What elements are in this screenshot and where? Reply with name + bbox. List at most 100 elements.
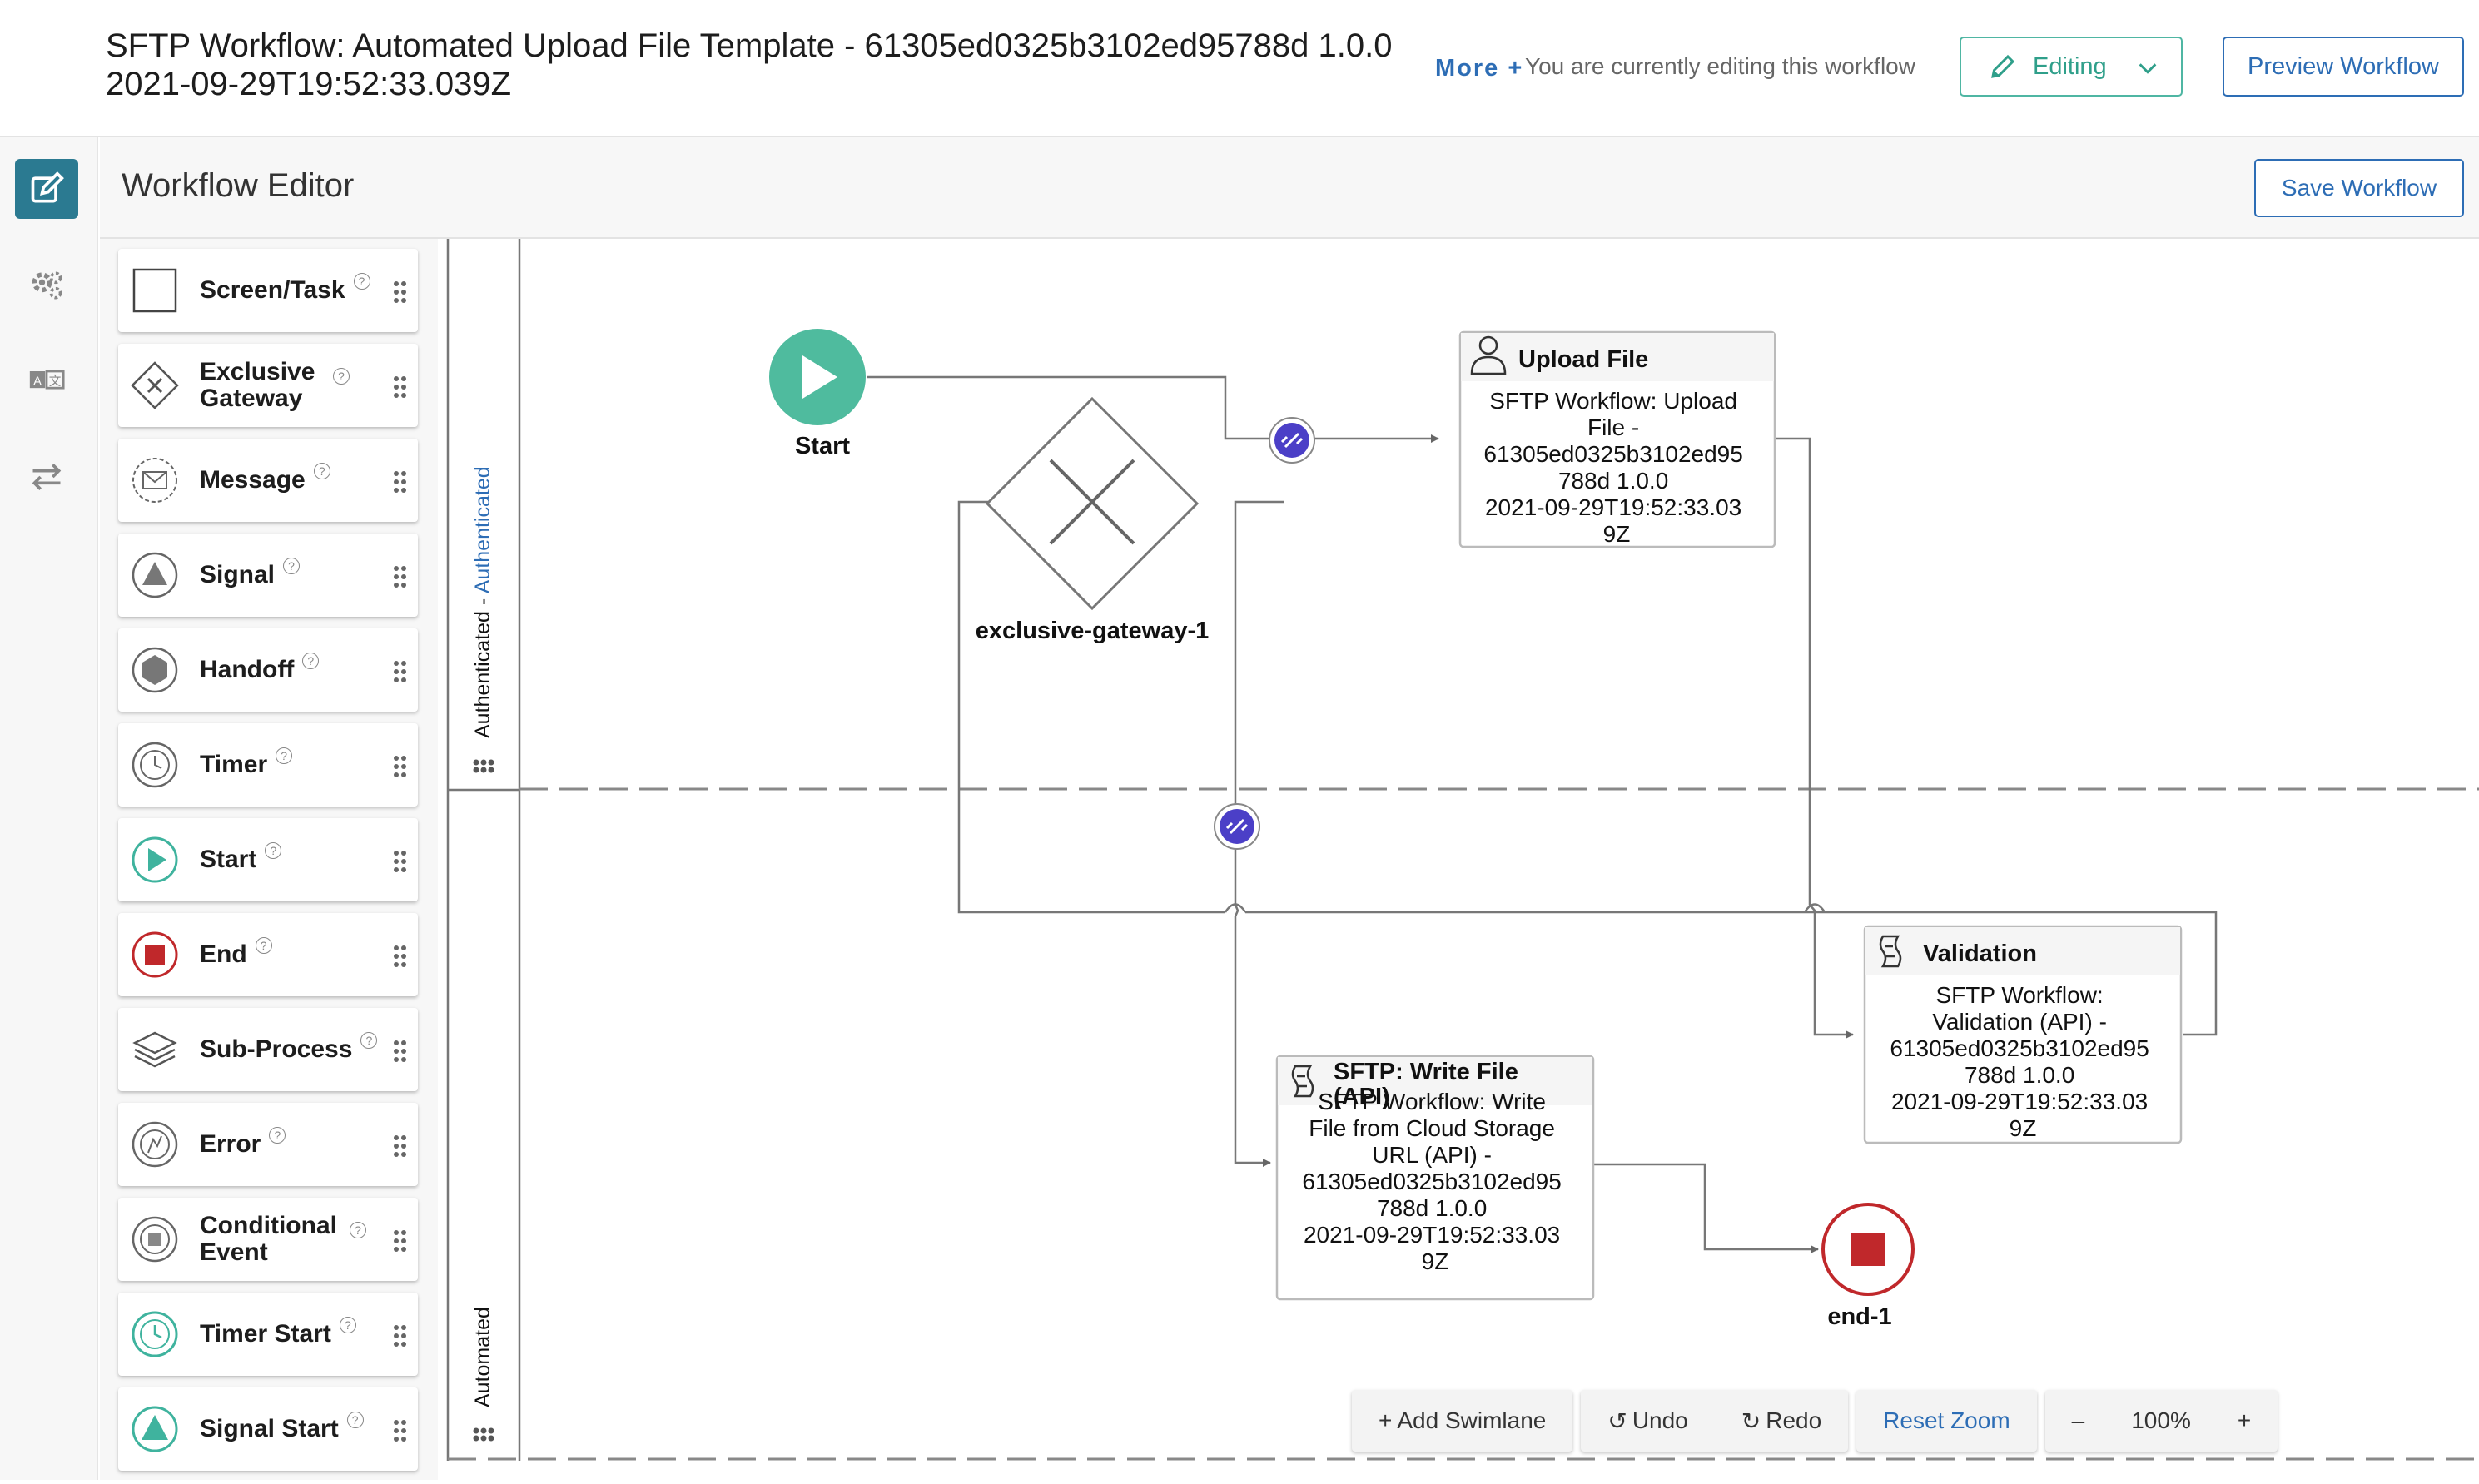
editor-header: Workflow Editor Save Workflow [100,137,2479,239]
zoom-out-button[interactable]: – [2071,1407,2085,1433]
rail-settings-button[interactable] [15,256,78,315]
help-icon[interactable]: ? [339,1317,356,1333]
exclusive-gateway[interactable] [985,396,1200,611]
app-header: SFTP Workflow: Automated Upload File Tem… [0,0,2479,137]
palette-item-screen-task[interactable]: Screen/Task? [118,249,418,332]
drag-handle-icon[interactable] [393,470,408,494]
flow-start-to-upload [867,375,1439,443]
drag-handle-icon[interactable] [393,660,408,683]
timer-start-icon [132,1311,178,1357]
rail-swap-button[interactable] [15,447,78,507]
palette-item-sub-process[interactable]: Sub-Process? [118,1008,418,1091]
lane-label-automated[interactable]: Automated [471,1307,494,1407]
palette-label: Start? [200,818,282,901]
triangle-icon [132,552,178,598]
more-link[interactable]: More + [1435,55,1524,82]
palette-item-start[interactable]: Start? [118,818,418,901]
icon-rail: A 文 [0,137,98,1480]
help-icon[interactable]: ? [283,558,301,574]
drag-handle-icon[interactable] [393,1324,408,1348]
drag-handle-icon[interactable] [393,1040,408,1063]
drag-handle-icon[interactable] [393,1134,408,1158]
palette-item-handoff[interactable]: Handoff? [118,628,418,712]
link-icon[interactable] [1214,803,1260,850]
redo-button[interactable]: ↻Redo [1741,1407,1822,1434]
drag-handle-icon[interactable] [393,280,408,304]
palette-item-signal[interactable]: Signal? [118,534,418,617]
palette-label: Signal? [200,534,301,617]
help-icon[interactable]: ? [265,842,282,859]
rail-translate-button[interactable]: A 文 [15,350,78,410]
task-sftp-write-file[interactable]: SFTP: Write File (API) SFTP Workflow: Wr… [1275,1055,1595,1301]
palette-item-signal-start[interactable]: Signal Start? [118,1387,418,1471]
palette-item-conditional-event[interactable]: Conditional Event? [118,1198,418,1281]
lane-label-authenticated[interactable]: Authenticated - Authenticated [471,466,494,738]
drag-handle-icon[interactable] [393,565,408,588]
reset-zoom-button[interactable]: Reset Zoom [1883,1407,2010,1433]
task-body: SFTP Workflow: Validation (API) - 61305e… [1890,982,2155,1141]
sequence-flows[interactable] [867,375,2218,1253]
palette-item-exclusive-gateway[interactable]: Exclusive Gateway? [118,344,418,427]
rail-edit-button[interactable] [15,159,78,219]
drag-handle-icon[interactable] [393,755,408,778]
help-icon[interactable]: ? [333,368,350,385]
end-event[interactable] [1821,1203,1915,1296]
palette-item-timer-start[interactable]: Timer Start? [118,1293,418,1376]
drag-handle-icon[interactable] [393,850,408,873]
palette-item-error[interactable]: Error? [118,1103,418,1186]
help-icon[interactable]: ? [313,463,330,479]
preview-workflow-button[interactable]: Preview Workflow [2223,37,2464,97]
workflow-canvas[interactable]: Authenticated - Authenticated Automated [446,239,2479,1480]
flow-crossing-hop [1803,903,1826,913]
help-icon[interactable]: ? [346,1412,364,1428]
drag-handle-icon[interactable] [393,1229,408,1253]
svg-text:A: A [33,375,42,389]
editing-dropdown-button[interactable]: Editing [1960,37,2183,97]
drag-handle-icon[interactable] [393,1419,408,1442]
editor-title: Workflow Editor [122,167,355,204]
zoom-in-button[interactable]: + [2237,1407,2252,1433]
layers-icon [132,1031,177,1068]
hexagon-icon [132,647,178,693]
help-icon[interactable]: ? [269,1127,286,1144]
task-upload-file[interactable]: Upload File SFTP Workflow: Upload File -… [1458,330,1776,548]
link-icon[interactable] [1269,417,1315,464]
lane-handle-icon[interactable] [473,759,494,773]
signal-start-icon [132,1406,178,1452]
help-icon[interactable]: ? [255,937,272,954]
edit-icon [31,171,64,203]
end-event-label: end-1 [1827,1303,1891,1330]
diagram-svg[interactable]: Authenticated - Authenticated Automated [446,239,2479,1480]
flow-gateway-to-write [1234,500,1284,1167]
canvas-toolbar: +Add Swimlane ↺Undo ↻Redo Reset Zoom – 1… [1352,1390,2278,1452]
start-event[interactable] [769,329,866,425]
undo-button[interactable]: ↺Undo [1607,1407,1688,1434]
drag-handle-icon[interactable] [393,375,408,399]
task-validation[interactable]: Validation SFTP Workflow: Validation (AP… [1863,925,2183,1144]
save-workflow-button[interactable]: Save Workflow [2254,159,2464,217]
plus-icon: + [1379,1407,1393,1433]
palette-item-end[interactable]: End? [118,913,418,996]
flow-crossing-hop [1224,903,1247,913]
flow-write-to-end [1592,1163,1819,1253]
help-icon[interactable]: ? [353,273,370,290]
reset-zoom-group: Reset Zoom [1856,1390,2037,1452]
envelope-icon [132,458,177,503]
flow-upload-to-validation [1773,437,1854,1039]
drag-handle-icon[interactable] [393,945,408,968]
page-title: SFTP Workflow: Automated Upload File Tem… [106,27,1393,102]
palette-item-message[interactable]: Message? [118,439,418,522]
add-swimlane-button[interactable]: +Add Swimlane [1379,1407,1547,1433]
zoom-group: – 100% + [2044,1390,2278,1452]
palette-item-timer[interactable]: Timer? [118,723,418,807]
play-icon [132,836,178,883]
pool-frame [446,239,2479,1461]
help-icon[interactable]: ? [302,653,320,669]
help-icon[interactable]: ? [350,1222,366,1238]
help-icon[interactable]: ? [276,747,293,764]
gears-icon [32,271,62,300]
lane-handle-icon[interactable] [473,1427,494,1442]
help-icon[interactable]: ? [360,1032,378,1049]
palette-label: Screen/Task? [200,249,370,332]
error-icon [132,1121,178,1168]
